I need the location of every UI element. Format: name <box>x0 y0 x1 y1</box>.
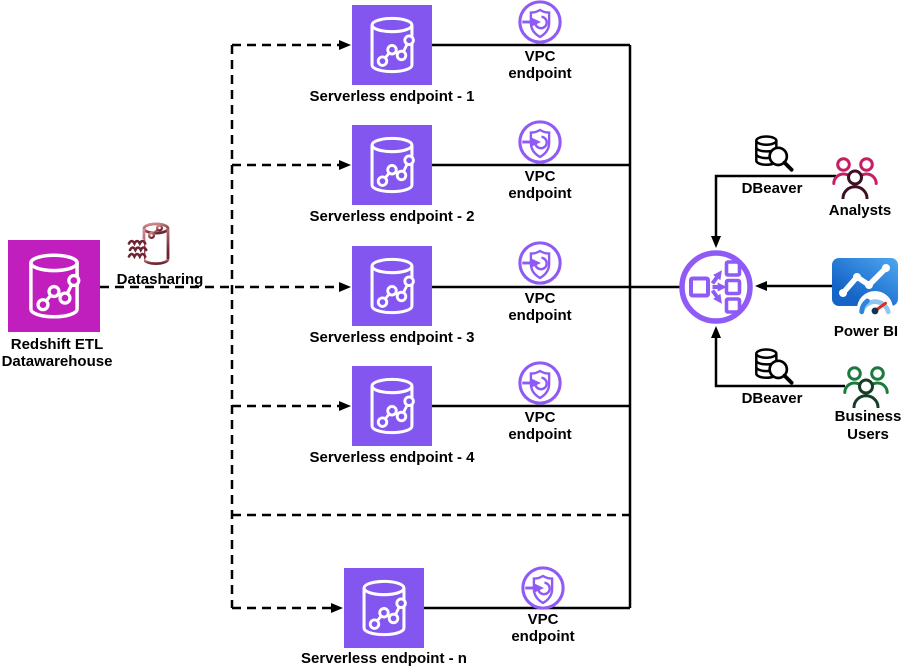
edge-business-to-hub <box>711 326 845 388</box>
vpc-endpoint-icon-n <box>521 566 565 610</box>
serverless-endpoint-1-icon <box>352 5 432 85</box>
edge-analysts-to-hub <box>711 174 836 248</box>
serverless-endpoint-3-label: Serverless endpoint - 3 <box>309 329 475 346</box>
load-balancer-icon <box>679 250 753 324</box>
vpc-endpoint-label-1: VPC endpoint <box>508 48 572 82</box>
redshift-datasharing-icon <box>127 222 170 265</box>
vpc-endpoint-label-2: VPC endpoint <box>508 168 572 202</box>
business-users-icon <box>843 366 889 408</box>
vpc-endpoint-icon-1 <box>518 0 562 44</box>
redshift-datawarehouse-label: Redshift ETL Datawarehouse <box>1 336 113 370</box>
vpc-endpoint-icon-3 <box>518 241 562 285</box>
serverless-endpoint-4-label: Serverless endpoint - 4 <box>309 449 475 466</box>
vpc-endpoint-icon-2 <box>518 120 562 164</box>
serverless-endpoint-1-label: Serverless endpoint - 1 <box>309 88 475 105</box>
serverless-endpoint-2-icon <box>352 125 432 205</box>
serverless-endpoint-n-icon <box>344 568 424 648</box>
analysts-users-icon <box>832 157 878 199</box>
power-bi-gauge-icon <box>856 290 894 328</box>
serverless-endpoint-2-label: Serverless endpoint - 2 <box>309 208 475 225</box>
dbeaver-client-icon-bottom <box>755 348 794 385</box>
vpc-endpoint-icon-4 <box>518 361 562 405</box>
vpc-endpoint-label-4: VPC endpoint <box>508 409 572 443</box>
datasharing-label: Datasharing <box>116 271 204 288</box>
serverless-endpoint-n-label: Serverless endpoint - n <box>301 650 467 667</box>
vpc-endpoint-label-3: VPC endpoint <box>508 290 572 324</box>
analysts-label: Analysts <box>828 202 892 219</box>
vpc-endpoint-label-n: VPC endpoint <box>511 611 575 645</box>
dbeaver-label-bottom: DBeaver <box>741 390 803 407</box>
redshift-datawarehouse-icon <box>8 240 100 332</box>
serverless-endpoint-4-icon <box>352 366 432 446</box>
dbeaver-label-top: DBeaver <box>741 180 803 197</box>
serverless-endpoint-3-icon <box>352 246 432 326</box>
business-users-label: Business Users <box>834 408 902 443</box>
dbeaver-client-icon-top <box>755 135 794 172</box>
power-bi-label: Power BI <box>833 323 899 340</box>
